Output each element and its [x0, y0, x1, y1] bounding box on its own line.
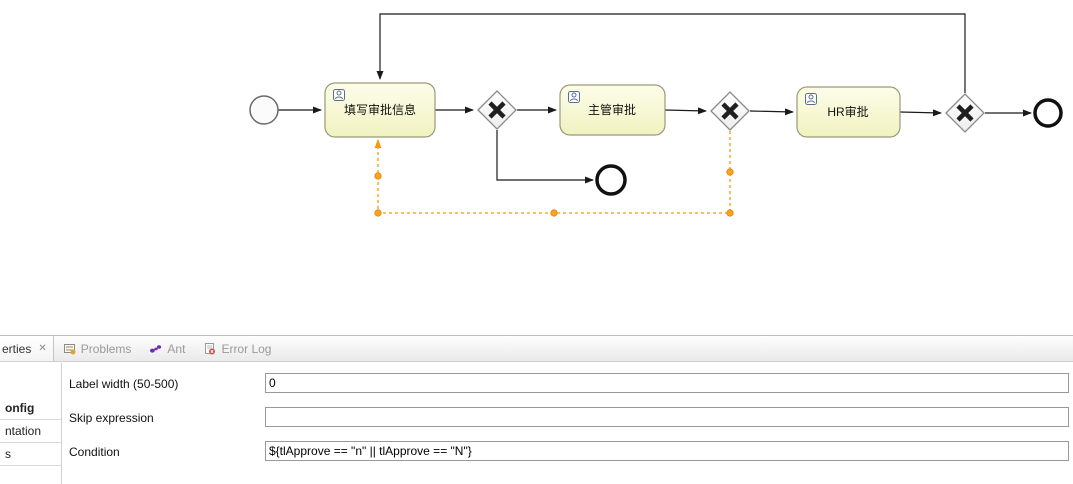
- flow-bendpoint-handle[interactable]: [374, 172, 382, 180]
- user-task-1-label: 填写审批信息: [344, 102, 416, 117]
- flow-bendpoint-handle[interactable]: [550, 209, 558, 217]
- bpmn-canvas-svg[interactable]: 填写审批信息 主管审批: [0, 0, 1073, 335]
- end-event-secondary[interactable]: [595, 164, 627, 196]
- user-task-2-label: 主管审批: [588, 102, 636, 117]
- exclusive-gateway-1[interactable]: [477, 90, 517, 130]
- view-tabbar: erties ✕ Problems: [0, 336, 1073, 362]
- user-task-icon: [568, 91, 580, 103]
- bpmn-diagram-canvas[interactable]: 填写审批信息 主管审批: [0, 0, 1073, 335]
- label-width-label: Label width (50-500): [69, 377, 179, 391]
- flow-bendpoint-handle[interactable]: [374, 209, 382, 217]
- exclusive-gateway-3[interactable]: [945, 93, 985, 133]
- selected-sequence-flow[interactable]: [374, 131, 734, 217]
- skip-expression-label: Skip expression: [69, 411, 154, 425]
- properties-panel-body: onfig ntation s Label width (50-500) Ski…: [0, 363, 1073, 484]
- tab-error-log-label: Error Log: [221, 341, 272, 356]
- tab-ant[interactable]: Ant: [140, 336, 194, 361]
- sequence-flow-task2-to-gateway2[interactable]: [664, 107, 707, 115]
- end-event-main[interactable]: [1033, 98, 1063, 128]
- ant-icon: [149, 342, 162, 355]
- error-log-icon: [203, 342, 216, 355]
- sequence-flow-gateway2-to-task3[interactable]: [749, 108, 794, 116]
- section-item-main-config[interactable]: onfig: [0, 397, 61, 420]
- form-row-label-width: Label width (50-500): [63, 373, 1073, 395]
- sequence-flow-gateway1-to-end2[interactable]: [496, 130, 594, 184]
- user-task-2[interactable]: 主管审批: [559, 84, 666, 136]
- gateway-x-icon: [721, 102, 739, 120]
- start-event[interactable]: [249, 95, 279, 125]
- tab-close-icon[interactable]: ✕: [38, 343, 47, 354]
- sequence-flow-loopback-gateway3-to-task1[interactable]: [376, 13, 966, 93]
- user-task-3-label: HR审批: [827, 104, 868, 119]
- tab-problems[interactable]: Problems: [54, 336, 141, 361]
- user-task-3[interactable]: HR审批: [796, 86, 901, 138]
- problems-icon: [63, 342, 76, 355]
- tab-properties-label: erties: [2, 341, 32, 356]
- user-task-1[interactable]: 填写审批信息: [324, 82, 436, 138]
- form-row-condition: Condition: [63, 441, 1073, 463]
- section-item-documentation[interactable]: ntation: [0, 420, 61, 443]
- label-width-input[interactable]: [265, 373, 1069, 393]
- gateway-x-icon: [956, 104, 974, 122]
- sequence-flow-task3-to-gateway3[interactable]: [899, 109, 942, 117]
- section-item-label: s: [5, 447, 11, 461]
- flow-bendpoint-handle[interactable]: [726, 168, 734, 176]
- user-task-icon: [805, 93, 817, 105]
- gateway-x-icon: [488, 101, 506, 119]
- form-row-skip-expression: Skip expression: [63, 407, 1073, 429]
- skip-expression-input[interactable]: [265, 407, 1069, 427]
- flow-bendpoint-handle[interactable]: [726, 209, 734, 217]
- tab-error-log[interactable]: Error Log: [194, 336, 280, 361]
- user-task-icon: [333, 89, 345, 101]
- condition-label: Condition: [69, 445, 120, 459]
- tab-properties[interactable]: erties ✕: [0, 336, 54, 361]
- section-item-label: ntation: [5, 424, 42, 438]
- tab-problems-label: Problems: [80, 341, 132, 356]
- properties-panel: erties ✕ Problems: [0, 335, 1073, 484]
- condition-input[interactable]: [265, 441, 1069, 461]
- section-item-label: onfig: [5, 401, 35, 415]
- properties-form: Label width (50-500) Skip expression Con…: [63, 363, 1073, 484]
- section-item-listeners[interactable]: s: [0, 443, 61, 466]
- properties-section-list: onfig ntation s: [0, 363, 62, 484]
- tab-ant-label: Ant: [167, 341, 186, 356]
- exclusive-gateway-2[interactable]: [710, 91, 750, 131]
- selected-flow-path[interactable]: [374, 131, 731, 214]
